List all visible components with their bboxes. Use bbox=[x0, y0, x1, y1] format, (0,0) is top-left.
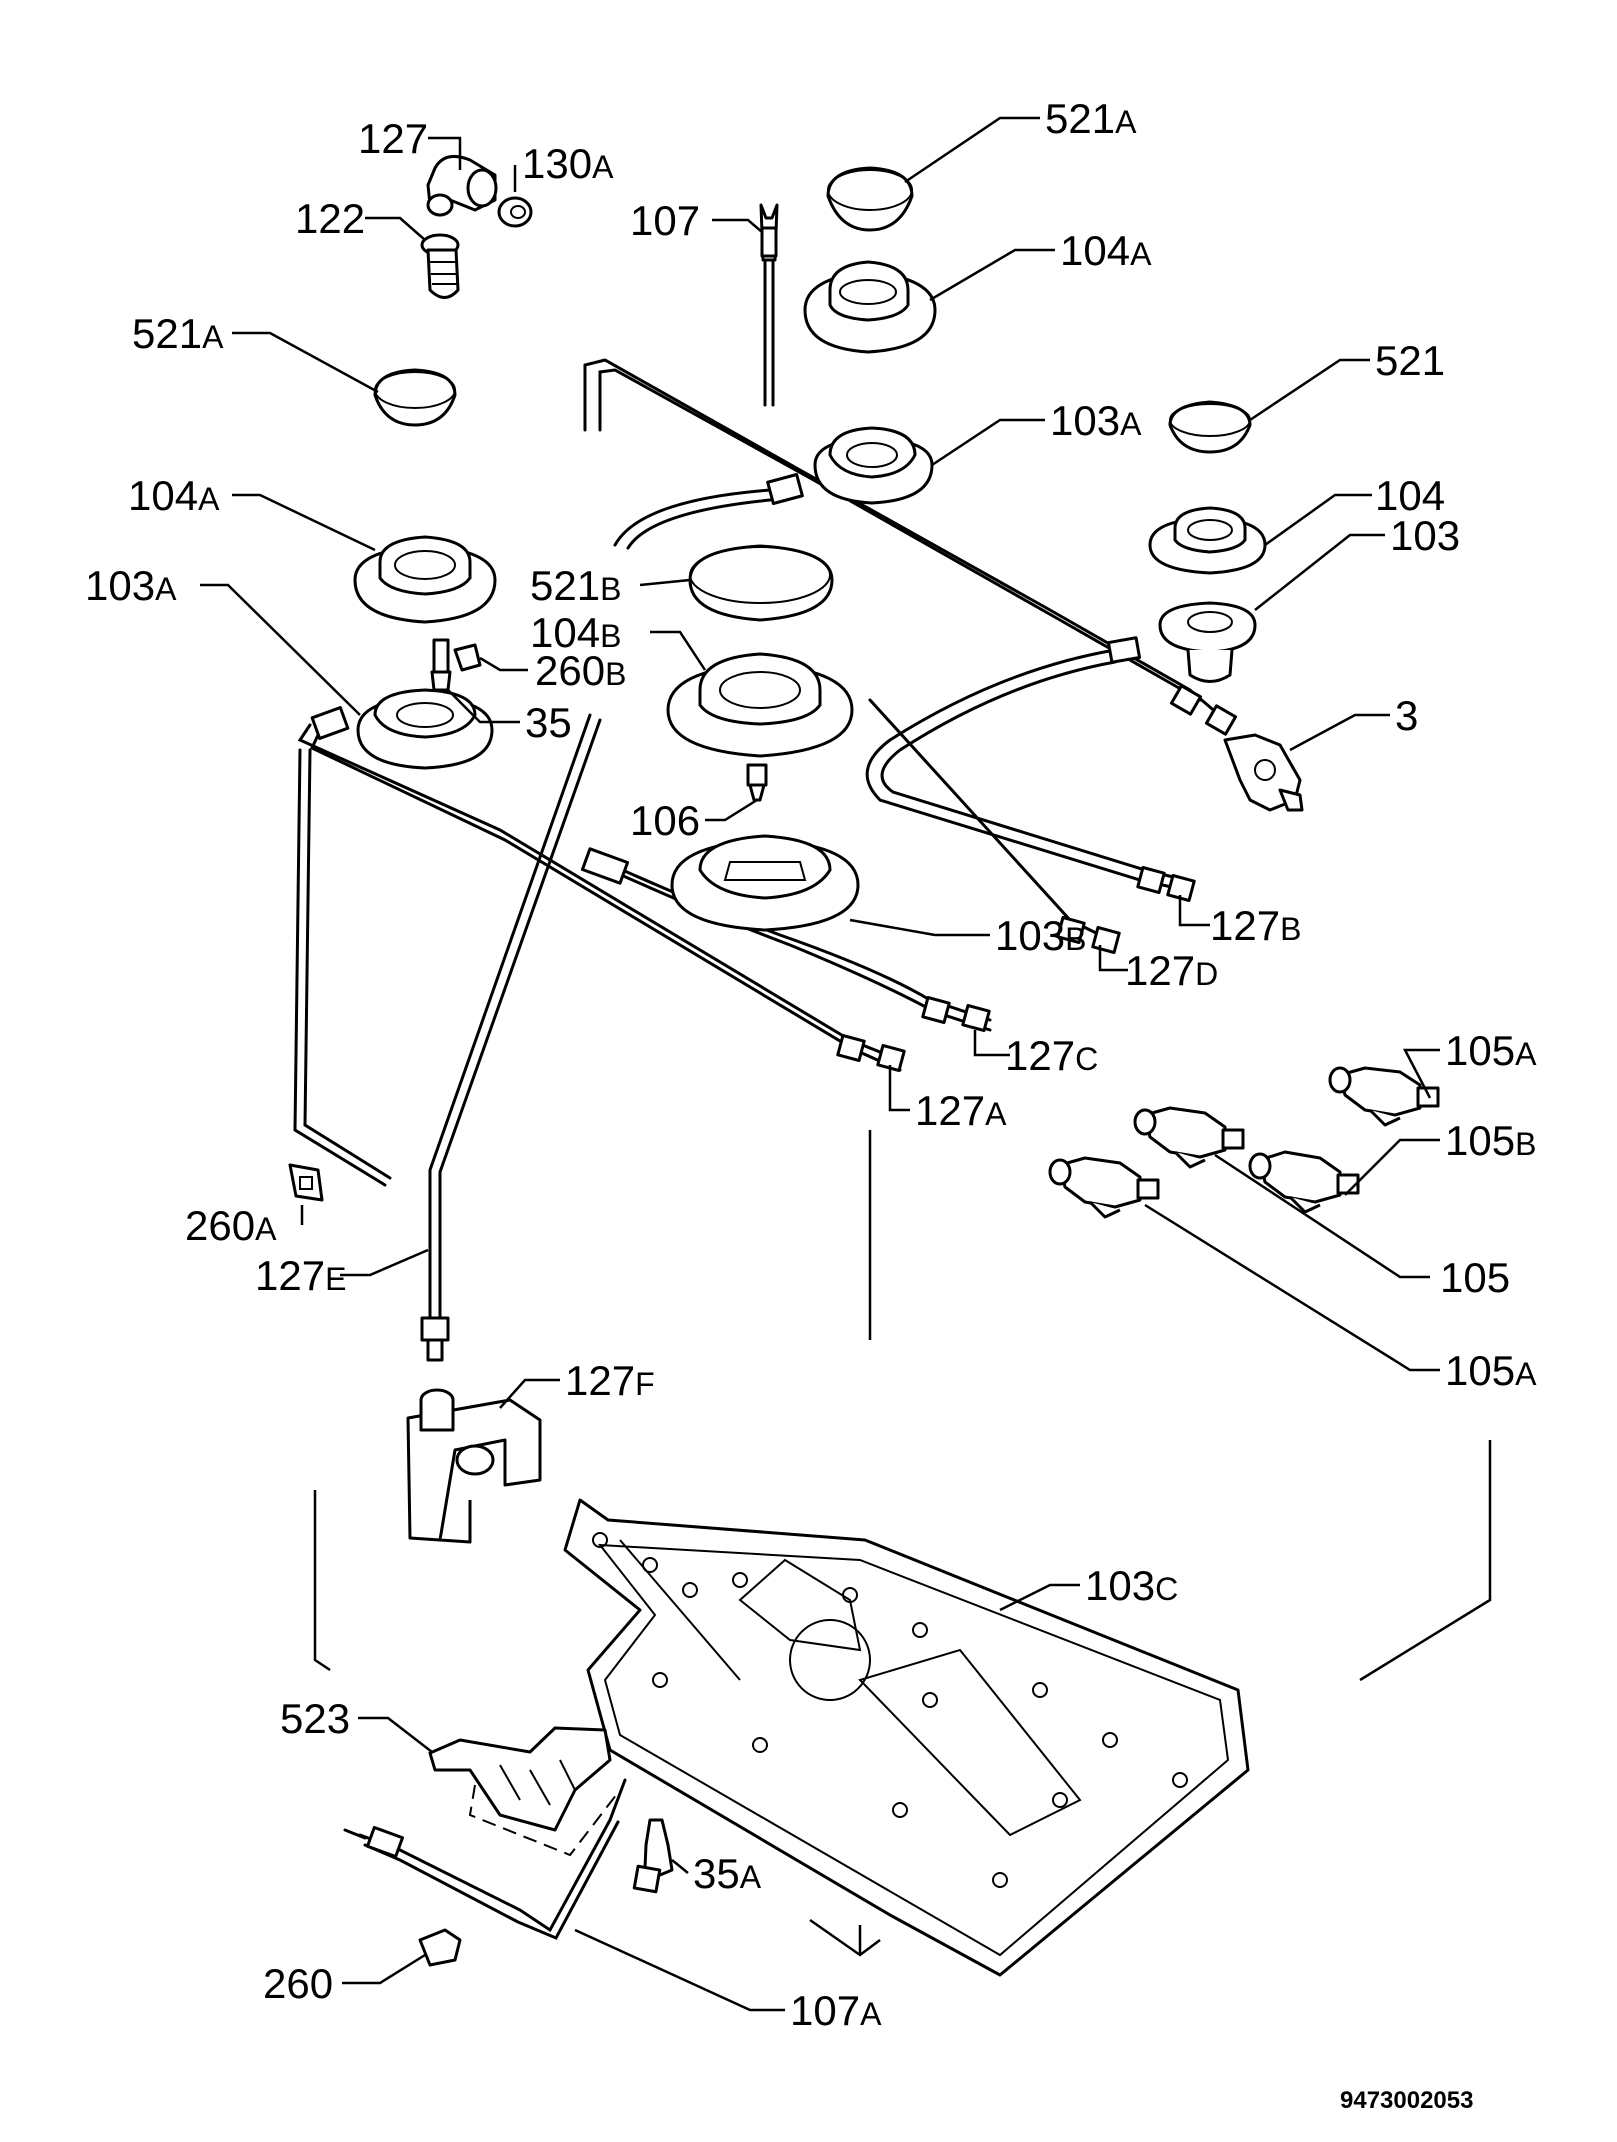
tap-valve-105A-top bbox=[1328, 1066, 1440, 1127]
base-plate-103C bbox=[563, 1498, 1250, 1977]
label-105: 105 bbox=[1440, 1254, 1510, 1301]
nut-130A bbox=[497, 196, 533, 228]
label-105B: 105B bbox=[1445, 1117, 1536, 1164]
injector-106 bbox=[746, 763, 768, 802]
label-127E: 127E bbox=[255, 1252, 346, 1299]
thermocouple-lead-107A bbox=[343, 1825, 405, 1859]
label-122: 122 bbox=[295, 195, 365, 242]
clip-260B bbox=[453, 643, 482, 672]
bracket-127F bbox=[406, 1388, 542, 1544]
burner-crown-104A-top bbox=[803, 260, 937, 354]
spark-plug-35A bbox=[632, 1818, 674, 1894]
label-127F: 127F bbox=[565, 1357, 655, 1404]
pipe-connectors bbox=[836, 684, 1238, 1073]
burner-crown-104A-left bbox=[353, 535, 497, 624]
burner-base-103A-left bbox=[310, 688, 494, 770]
label-127A: 127A bbox=[915, 1087, 1007, 1134]
valve-3 bbox=[1223, 733, 1304, 812]
burner-cap-521B bbox=[688, 544, 834, 622]
burner-cap-521A-left bbox=[373, 368, 457, 427]
plate-holes bbox=[592, 1532, 1188, 1888]
tap-valve-105A-bottom bbox=[1048, 1156, 1160, 1219]
burner-cap-521A-top bbox=[826, 166, 914, 232]
label-107: 107 bbox=[630, 197, 700, 244]
label-105A-1: 105A bbox=[1445, 1027, 1537, 1074]
label-103A-top: 103A bbox=[1050, 397, 1142, 444]
label-523: 523 bbox=[280, 1695, 350, 1742]
nozzle-122 bbox=[420, 233, 460, 299]
label-104A-top: 104A bbox=[1060, 227, 1152, 274]
label-35: 35 bbox=[525, 699, 572, 746]
label-107A: 107A bbox=[790, 1987, 882, 2034]
label-127: 127 bbox=[358, 115, 428, 162]
label-3: 3 bbox=[1395, 692, 1418, 739]
burner-base-103B bbox=[580, 834, 860, 932]
tap-valve-105B bbox=[1248, 1150, 1360, 1214]
label-521A-left: 521A bbox=[132, 310, 224, 357]
frame-guide-lines bbox=[313, 1130, 1492, 1957]
burner-base-103A-top bbox=[766, 426, 934, 506]
label-260B: 260B bbox=[535, 647, 626, 694]
leader-lines bbox=[200, 116, 1440, 2012]
gas-pipes bbox=[293, 248, 1227, 1940]
label-127C: 127C bbox=[1005, 1032, 1098, 1079]
part-labels: 127 130A 122 107 521A 104A 521A 521 103A… bbox=[85, 95, 1537, 2034]
tap-valve-105 bbox=[1133, 1106, 1245, 1169]
clip-260 bbox=[418, 1928, 462, 1967]
label-130A: 130A bbox=[522, 140, 614, 187]
label-104: 104 bbox=[1375, 472, 1445, 519]
label-127B: 127B bbox=[1210, 902, 1301, 949]
label-103B: 103B bbox=[995, 912, 1086, 959]
label-521B: 521B bbox=[530, 562, 621, 609]
label-106: 106 bbox=[630, 797, 700, 844]
burner-crown-104 bbox=[1148, 506, 1267, 575]
label-260: 260 bbox=[263, 1960, 333, 2007]
label-521A-top: 521A bbox=[1045, 95, 1137, 142]
label-260A: 260A bbox=[185, 1202, 277, 1249]
elbow-fitting-127 bbox=[426, 154, 498, 217]
label-103C: 103C bbox=[1085, 1562, 1178, 1609]
clip-260A bbox=[288, 1163, 324, 1202]
burner-cap-521 bbox=[1168, 400, 1252, 454]
connector-127E bbox=[420, 1316, 450, 1362]
spark-electrode-35 bbox=[430, 638, 452, 700]
label-105A-2: 105A bbox=[1445, 1347, 1537, 1394]
label-35A: 35A bbox=[693, 1850, 762, 1897]
drawing-number: 9473002053 bbox=[1340, 2087, 1473, 2114]
label-127D: 127D bbox=[1125, 947, 1218, 994]
ignition-bracket-523 bbox=[428, 1726, 621, 1857]
label-103: 103 bbox=[1390, 512, 1460, 559]
label-521: 521 bbox=[1375, 337, 1445, 384]
burner-crown-104B bbox=[666, 652, 854, 758]
label-103A-left: 103A bbox=[85, 562, 177, 609]
burner-base-103 bbox=[1106, 601, 1257, 683]
thermocouple-tip-107 bbox=[759, 203, 779, 262]
label-104B: 104B bbox=[530, 609, 621, 656]
label-104A-left: 104A bbox=[128, 472, 220, 519]
